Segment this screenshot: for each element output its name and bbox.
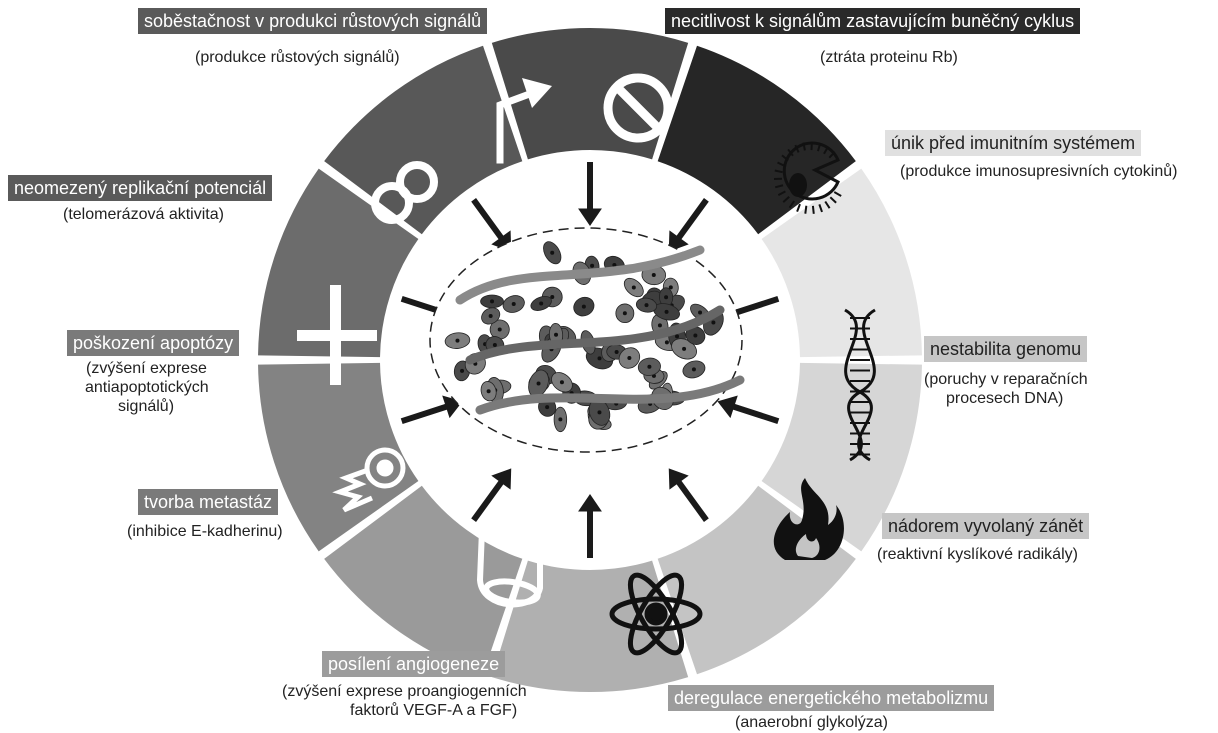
label-inflammation-detail: (reaktivní kyslíkové radikály) — [877, 545, 1078, 565]
arrow-replication — [474, 200, 503, 240]
arrowhead-growth — [578, 208, 602, 226]
arrow-angiogenesis — [474, 480, 503, 520]
label-apoptosis-title: poškození apoptózy — [67, 330, 239, 356]
tumor-tissue-icon — [430, 228, 742, 452]
arrow-metastasis — [402, 406, 450, 421]
label-angiogenesis-detail-2: faktorů VEGF-A a FGF) — [350, 701, 517, 721]
arrow-genome — [731, 406, 779, 421]
label-genome-title: nestabilita genomu — [924, 336, 1087, 362]
label-angiogenesis-detail-1: (zvýšení exprese proangiogenních — [282, 682, 527, 702]
label-apoptosis-detail-2: antiapoptotických — [85, 378, 209, 398]
label-metabolism-title: deregulace energetického metabolizmu — [668, 685, 994, 711]
label-metastasis-title: tvorba metastáz — [138, 489, 278, 515]
sector-metabolism — [492, 561, 688, 692]
arrowhead-metabolism — [578, 494, 602, 512]
label-apoptosis-detail-3: signálů) — [118, 397, 174, 417]
label-immune-detail: (produkce imunosupresivních cytokinů) — [900, 162, 1177, 182]
label-metabolism-detail: (anaerobní glykolýza) — [735, 713, 888, 733]
label-suppressors-detail: (ztráta proteinu Rb) — [820, 48, 958, 68]
arrow-suppressors — [677, 200, 706, 240]
label-replication-detail: (telomerázová aktivita) — [63, 205, 224, 225]
label-growth-title: soběstačnost v produkci růstových signál… — [138, 8, 487, 34]
arrow-inflammation — [677, 480, 706, 520]
label-growth-detail: (produkce růstových signálů) — [195, 48, 400, 68]
label-immune-title: únik před imunitním systémem — [885, 130, 1141, 156]
label-genome-detail-1: (poruchy v reparačních — [924, 370, 1088, 390]
label-angiogenesis-title: posílení angiogeneze — [322, 651, 505, 677]
label-inflammation-title: nádorem vyvolaný zánět — [882, 513, 1089, 539]
label-metastasis-detail: (inhibice E-kadherinu) — [127, 522, 283, 542]
arrow-immune — [731, 299, 779, 314]
label-suppressors-title: necitlivost k signálům zastavujícím buně… — [665, 8, 1080, 34]
label-replication-title: neomezený replikační potenciál — [8, 175, 272, 201]
label-genome-detail-2: procesech DNA) — [946, 389, 1063, 409]
label-apoptosis-detail-1: (zvýšení exprese — [86, 359, 207, 379]
